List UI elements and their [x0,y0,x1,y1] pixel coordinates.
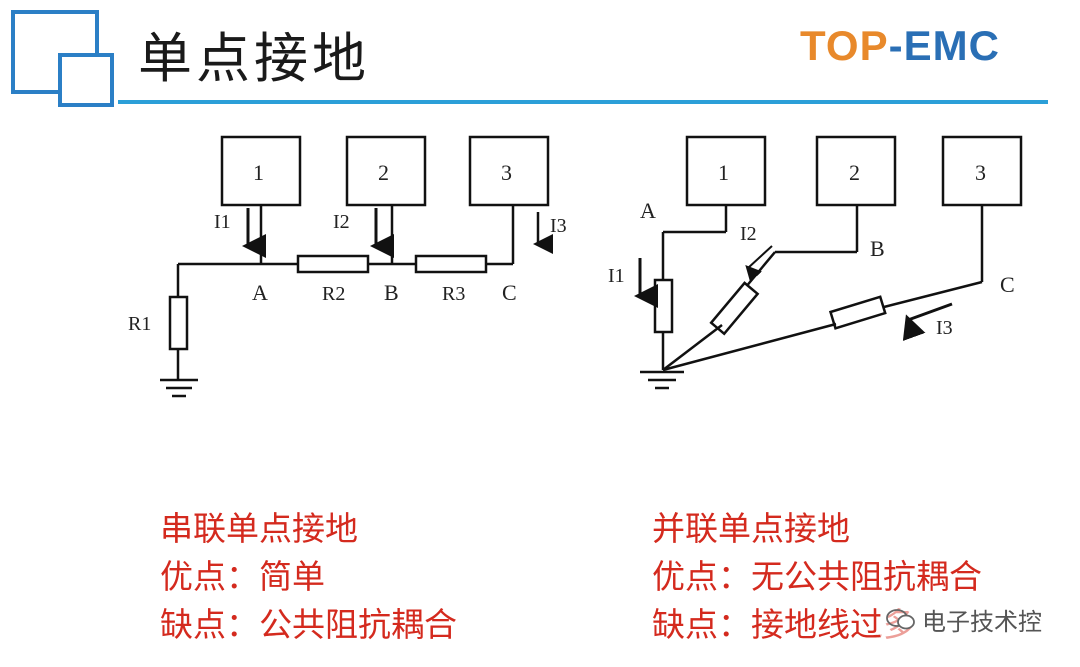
series-box-label-2: 2 [378,160,389,185]
parallel-arrow-i3 [902,302,953,342]
resistor-r2 [296,254,370,274]
parallel-resistor-1 [653,278,674,334]
series-node-c: C [502,280,517,305]
series-caption-title: 串联单点接地 [160,509,358,548]
series-resistor-r3: R3 [442,283,465,305]
page-title: 单点接地 [138,27,370,90]
series-diagram [160,135,553,398]
parallel-node-b: B [870,236,885,261]
series-current-i2: I2 [333,211,350,233]
chat-bubble-icon [886,608,915,629]
parallel-current-i2: I2 [740,223,757,245]
series-current-i3: I3 [550,215,567,237]
series-box-1 [220,135,302,207]
parallel-resistor-2 [709,281,760,336]
parallel-node-a: A [640,198,656,223]
series-box-label-1: 1 [253,160,264,185]
parallel-caption-pro: 优点：无公共阻抗耦合 [652,557,982,596]
resistor-r3 [414,254,488,274]
series-box-2 [345,135,427,207]
series-caption: 串联单点接地 优点：简单 缺点：公共阻抗耦合 [160,505,457,649]
resistor-r1 [168,295,189,351]
parallel-box-label-2: 2 [849,160,860,185]
header-logo-squares [11,10,114,107]
parallel-box-label-3: 3 [975,160,986,185]
watermark: 电子技术控 [880,600,1048,639]
brand-part-top: TOP [800,22,889,69]
parallel-caption-con: 缺点：接地线过多 [652,605,916,644]
brand-part-dash: - [888,22,904,69]
series-resistor-r2: R2 [322,283,345,305]
parallel-node-c: C [1000,272,1015,297]
parallel-arrow-i2 [745,245,773,283]
parallel-box-3 [941,135,1023,207]
parallel-caption-title: 并联单点接地 [652,509,850,548]
parallel-current-i1: I1 [608,265,625,287]
header-rule [118,100,1048,104]
series-box-3 [468,135,550,207]
parallel-diagram [634,135,1023,390]
parallel-box-label-1: 1 [718,160,729,185]
series-caption-pro: 优点：简单 [160,557,325,596]
grounding-diagrams: 1 2 3 I1 I2 I3 A B C R1 R2 R3 [128,135,1023,398]
series-node-a: A [252,280,268,305]
watermark-text: 电子技术控 [922,608,1042,636]
series-resistor-r1: R1 [128,313,151,335]
parallel-box-1 [685,135,767,207]
parallel-current-i3: I3 [936,317,953,339]
parallel-resistor-3 [828,295,887,330]
brand-logo: TOP-EMC [800,22,1000,70]
series-current-i1: I1 [214,211,231,233]
series-node-b: B [384,280,399,305]
brand-part-emc: EMC [903,22,1000,69]
series-box-label-3: 3 [501,160,512,185]
series-caption-con: 缺点：公共阻抗耦合 [160,605,457,644]
parallel-caption: 并联单点接地 优点：无公共阻抗耦合 缺点：接地线过多 [652,505,982,649]
